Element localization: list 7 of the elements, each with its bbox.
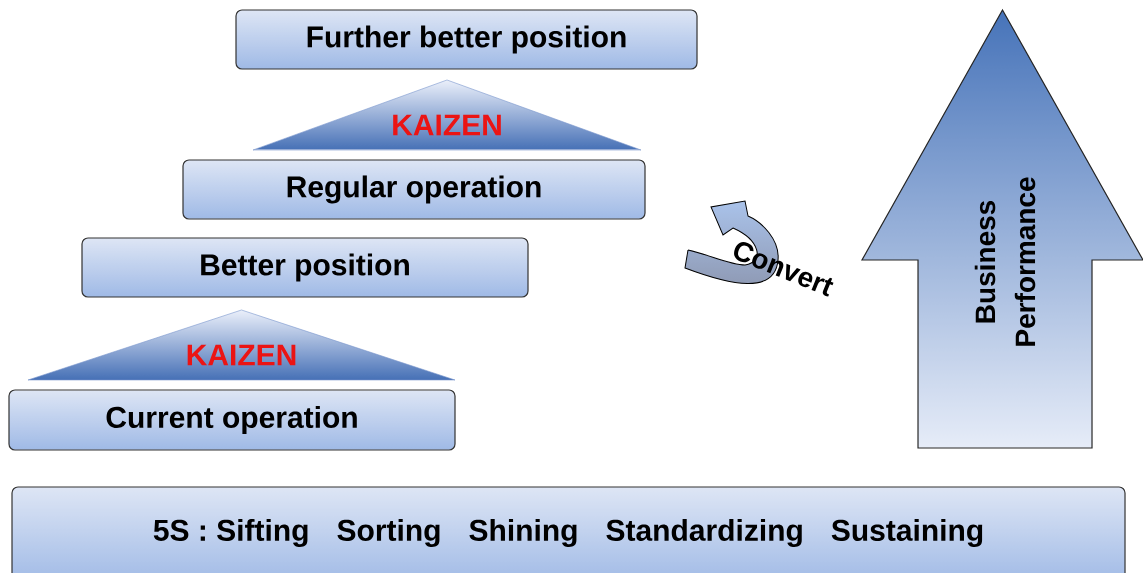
process-box: Current operation <box>8 389 456 451</box>
process-box: Better position <box>81 237 529 298</box>
process-box: Regular operation <box>182 159 646 220</box>
foundation-bar: 5S : Sifting Sorting Shining Standardizing Sustaining <box>11 486 1126 573</box>
kaizen-triangle: KAIZEN <box>252 79 642 151</box>
process-box: Further better position <box>235 9 698 70</box>
kaizen-triangle: KAIZEN <box>27 309 456 381</box>
